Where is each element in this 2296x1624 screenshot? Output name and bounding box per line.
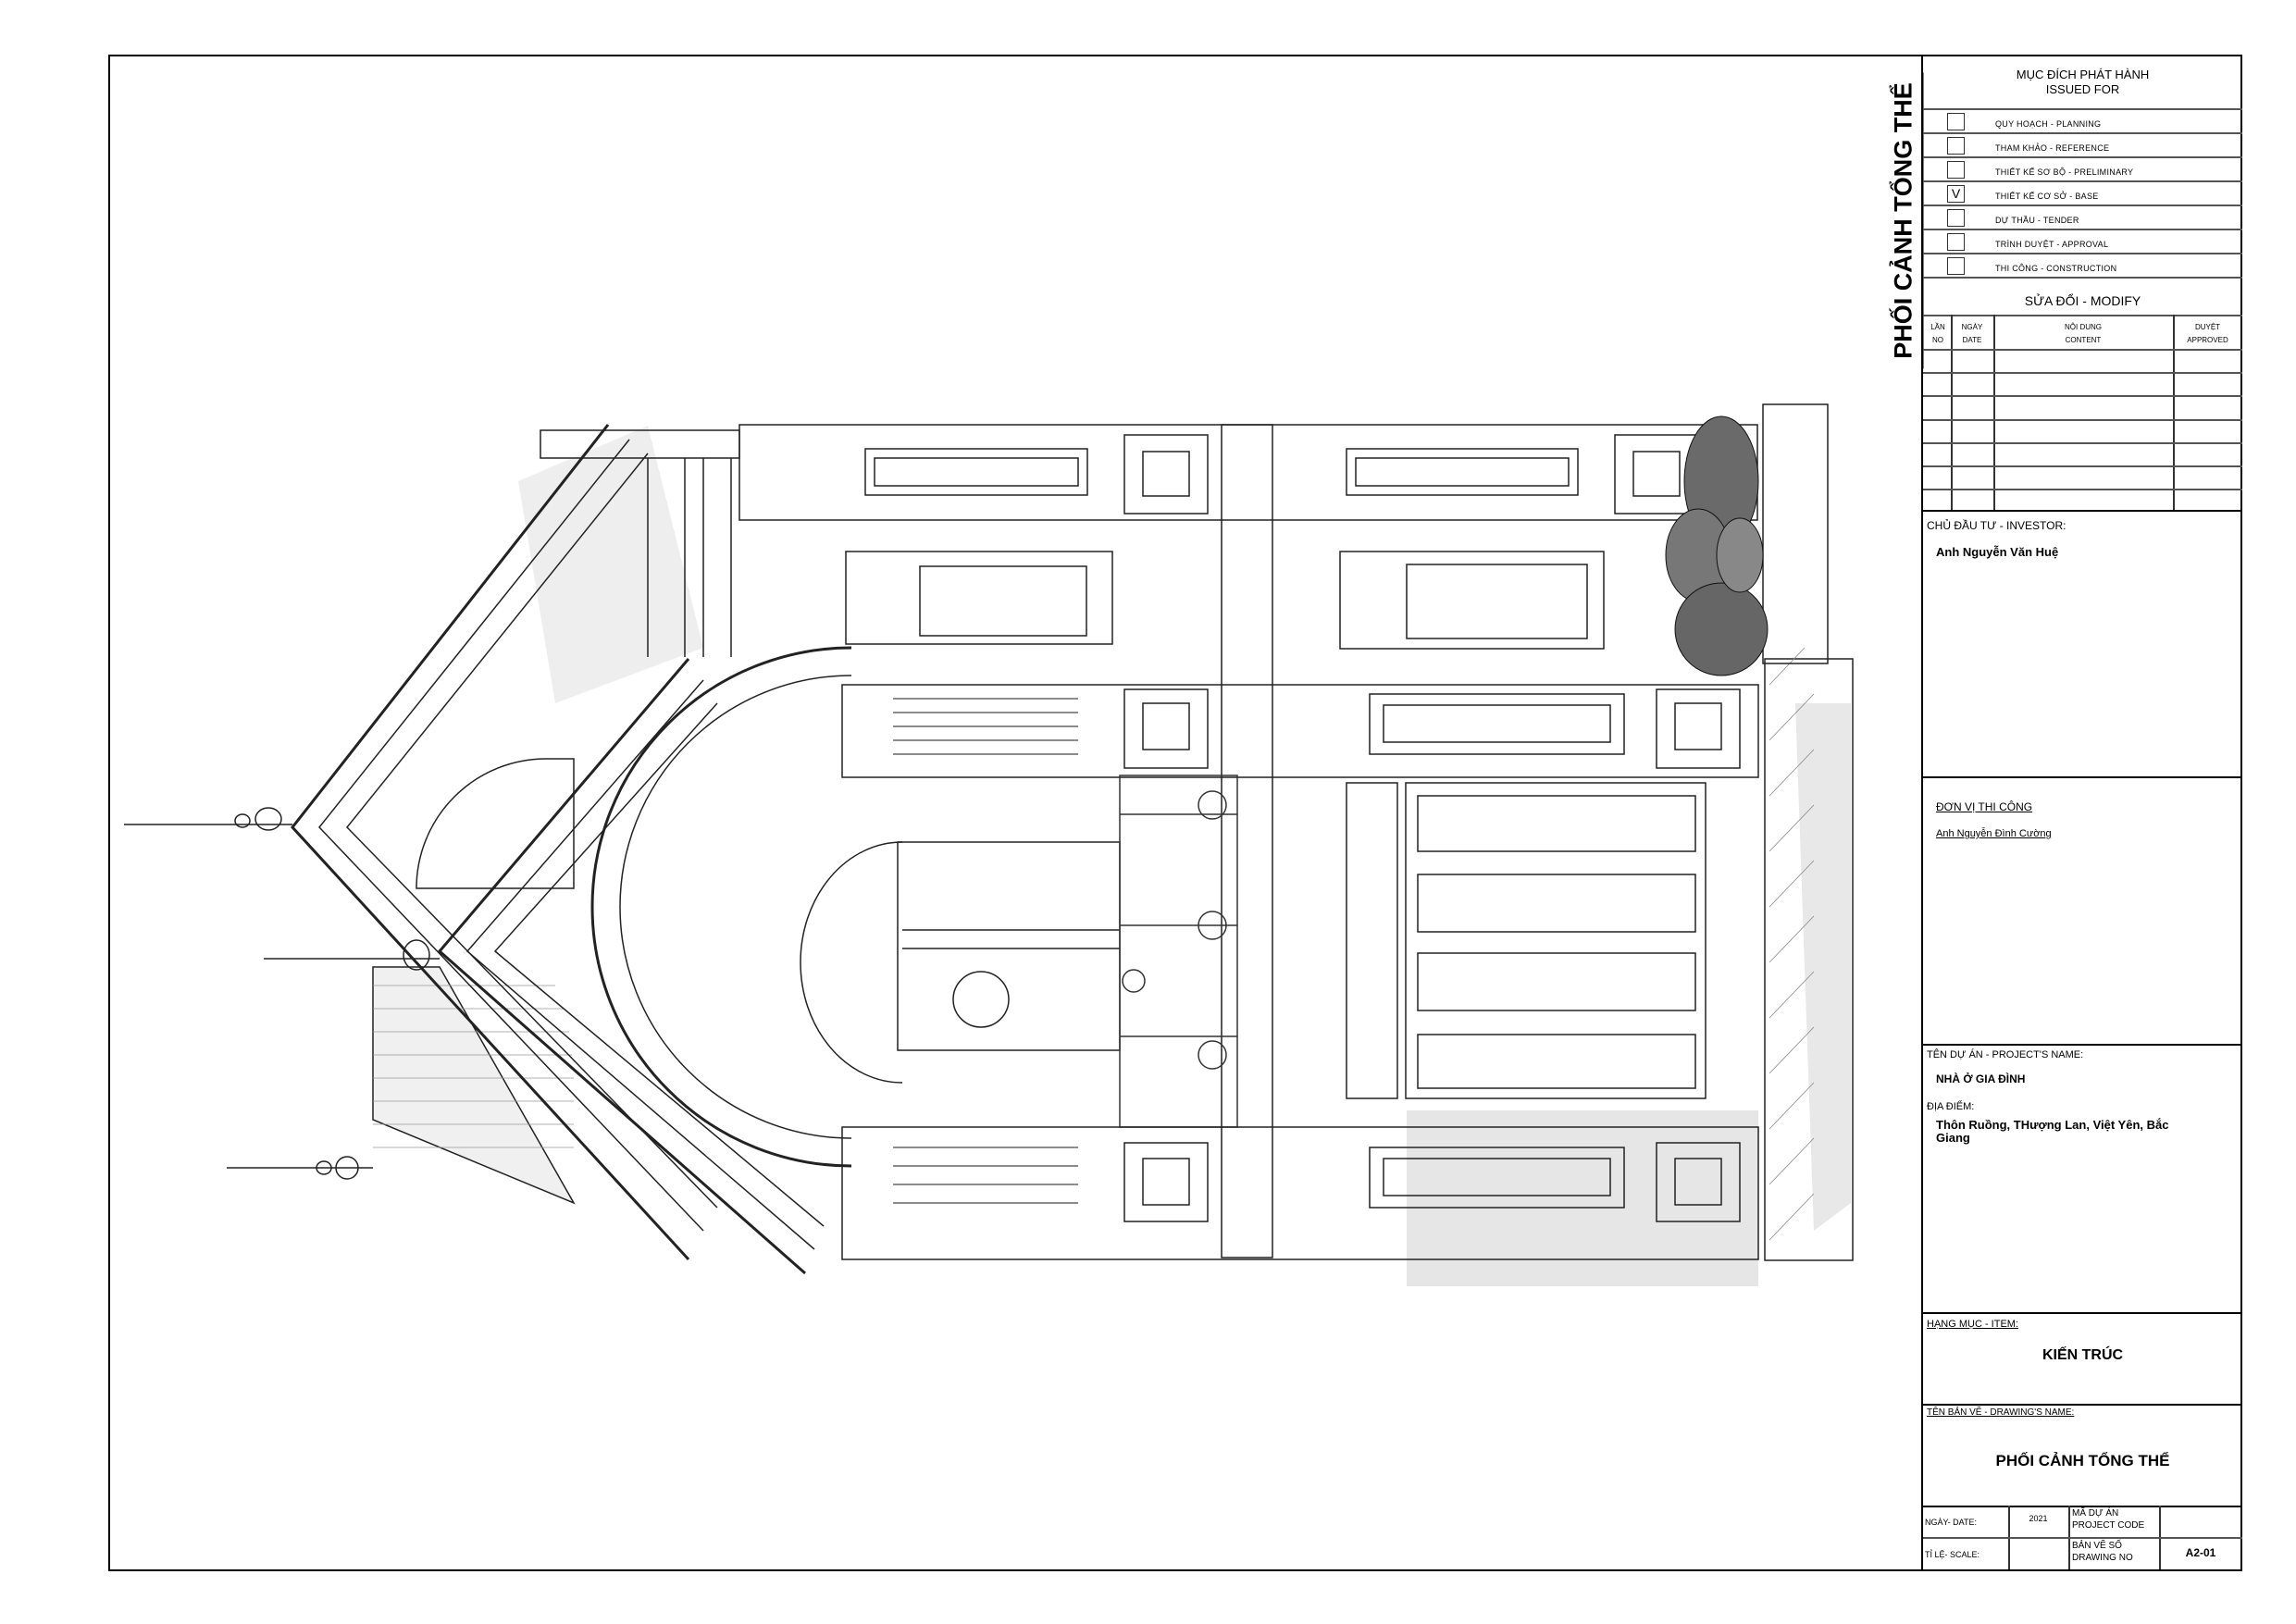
modify-title: SỬA ĐỔI - MODIFY [2024,293,2141,308]
spire [124,807,440,1180]
project-name: NHÀ Ở GIA ĐÌNH [1936,1072,2026,1085]
header-content-en: CONTENT [2065,336,2102,344]
issued-for-title-en: ISSUED FOR [2045,82,2120,96]
checkbox[interactable] [1947,257,1965,275]
side-wall [1764,658,1854,1261]
brick-wall [372,966,576,1205]
header-approved-vi: DUYỆT [2194,323,2221,331]
window [1405,782,1706,1099]
issued-for-title-vi: MỤC ĐÍCH PHÁT HÀNH [2016,68,2150,81]
contractor-name: Anh Nguyễn Đình Cường [1936,828,2052,839]
header-approved-en: APPROVED [2187,336,2228,344]
header-content-vi: NỘI DUNG [2065,323,2102,331]
header-date-en: DATE [1962,336,1982,344]
drawing-no-value: A2-01 [2185,1546,2216,1559]
header-no-en: NO [1932,336,1943,344]
main-arch [590,646,852,1168]
roof-inner [437,658,806,1275]
drawing-no-label: BẢN VẼ SỐ DRAWING NO [2072,1541,2133,1563]
investor-label: CHỦ ĐẦU TƯ - INVESTOR: [1927,519,2066,532]
date-value: 2021 [2029,1514,2048,1523]
header-date-vi: NGÀY [1961,323,1983,331]
checkbox-checked[interactable]: V [1947,185,1965,203]
door [897,841,1121,1051]
scale-label: TỈ LỆ- SCALE: [1925,1550,1980,1559]
project-label: TÊN DỰ ÁN - PROJECT'S NAME: [1927,1049,2084,1060]
checkbox[interactable] [1947,137,1965,155]
item-label: HẠNG MỤC - ITEM: [1927,1319,2018,1330]
location-value: Thôn Ruồng, THượng Lan, Việt Yên, Bắc Gi… [1936,1118,2169,1145]
window [845,551,1113,645]
contractor-label: ĐƠN VỊ THI CÔNG [1936,800,2033,813]
drawing-name-label: TÊN BẢN VẼ - DRAWING'S NAME: [1927,1407,2075,1418]
window [1339,551,1605,650]
date-label: NGÀY- DATE: [1925,1518,1978,1527]
project-code-label: MÃ DỰ ÁN PROJECT CODE [2072,1508,2145,1531]
shadow [1407,1110,1758,1286]
header-no-vi: LẦN [1930,323,1945,331]
drawing-name-value: PHỐI CẢNH TỔNG THỂ [1995,1452,2170,1469]
shadow [1795,703,1851,1231]
balcony-railing [1119,775,1238,1128]
shadow [518,426,703,703]
investor-name: Anh Nguyễn Văn Huệ [1936,545,2059,559]
location-label: ĐỊA ĐIỂM: [1927,1101,1975,1112]
roof-outer [291,424,690,1261]
tree [1665,415,1769,676]
checkbox[interactable] [1947,161,1965,179]
item-value: KIẾN TRÚC [2042,1347,2124,1363]
checkbox[interactable] [1947,113,1965,130]
checkbox[interactable] [1947,233,1965,251]
title-block: MỤC ĐÍCH PHÁT HÀNH ISSUED FOR QUY HOẠCH … [1921,55,2242,1569]
drawing-frame [108,55,2242,1571]
checkbox[interactable] [1947,209,1965,227]
